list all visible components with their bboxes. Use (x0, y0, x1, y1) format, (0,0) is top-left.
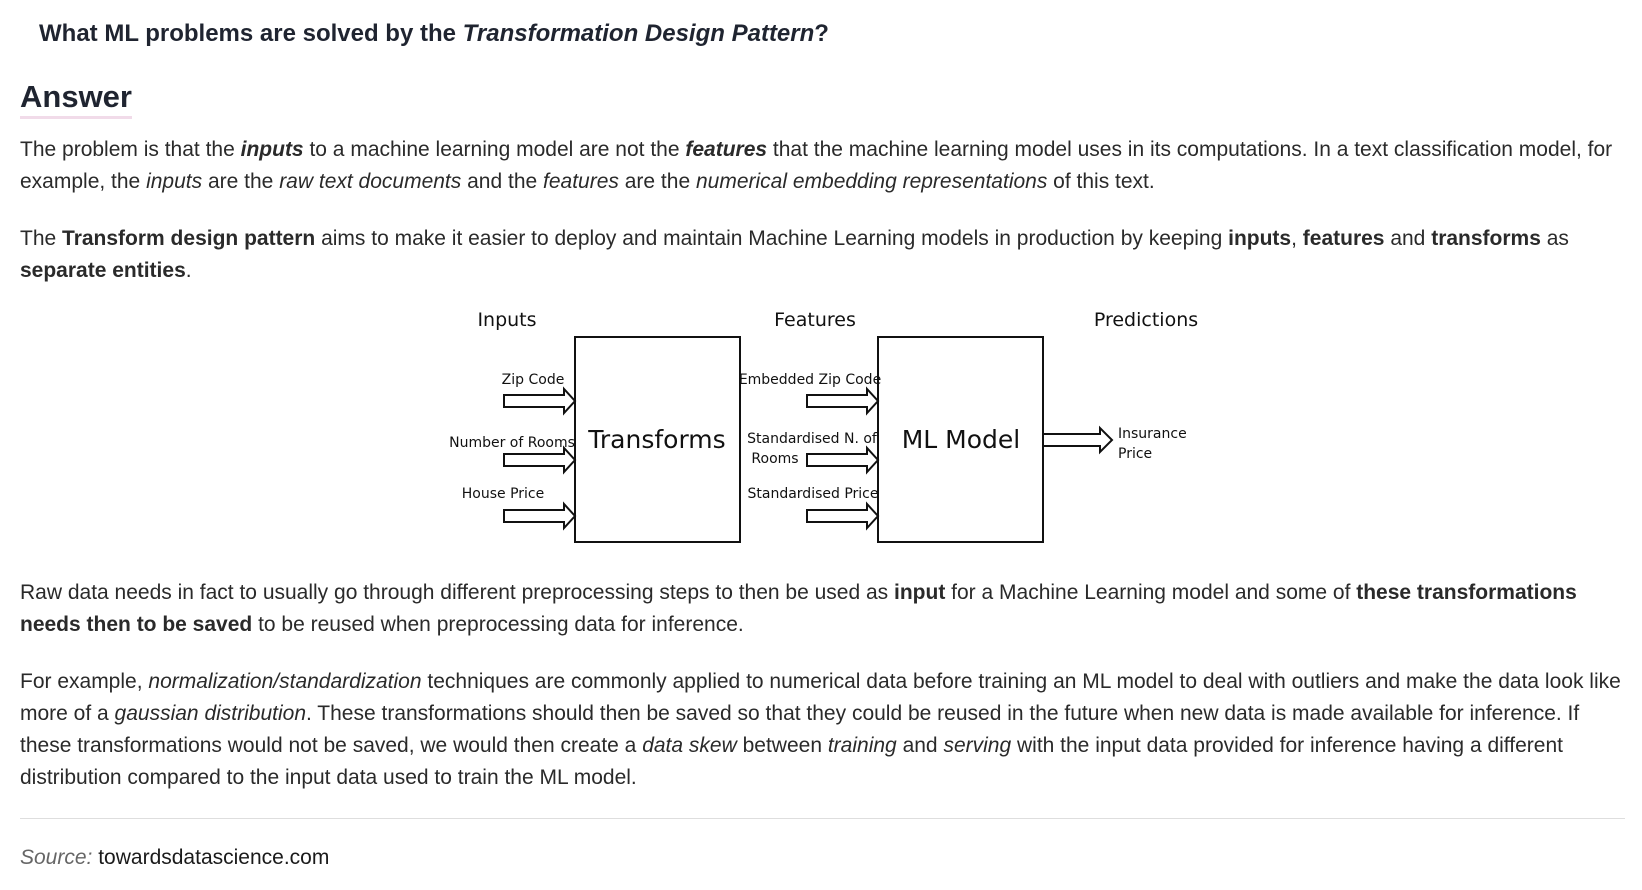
text-run: of this text. (1047, 170, 1155, 193)
text-run: The problem is that the (20, 138, 241, 161)
input-label-price: House Price (462, 486, 544, 502)
paragraph-example: For example, normalization/standardizati… (20, 666, 1625, 794)
paragraph-problem: The problem is that the inputs to a mach… (20, 134, 1625, 198)
feature-label-price: Standardised Price (748, 486, 879, 502)
text-run: techniques are commonly applied to numer… (20, 670, 1621, 725)
output-label-line1: Insurance (1118, 426, 1187, 442)
text-run: for a Machine Learning model and some of (945, 581, 1357, 604)
term-data-skew: data skew (642, 734, 737, 757)
ml-model-box-label: ML Model (902, 425, 1021, 454)
question-title: What ML problems are solved by the Trans… (39, 20, 829, 48)
paragraph-pattern: The Transform design pattern aims to mak… (20, 223, 1625, 287)
feature-label-zip: Embedded Zip Code (739, 372, 881, 388)
header-inputs: Inputs (477, 309, 536, 331)
text-run: as (1540, 227, 1569, 250)
text-run: , (1291, 227, 1303, 250)
text-run: between (736, 734, 828, 757)
feature-label-rooms-line1: Standardised N. of (747, 431, 878, 447)
term-transforms: transforms (1431, 227, 1541, 250)
text-run: and the (461, 170, 544, 193)
text-run: For example, (20, 670, 149, 693)
divider (20, 818, 1625, 819)
input-label-zip: Zip Code (502, 372, 565, 388)
text-run: to be reused when preprocessing data for… (252, 613, 744, 636)
term-separate-entities: separate entities (20, 259, 186, 282)
question-prefix: What ML problems are solved by the (39, 20, 463, 47)
arrow-right-icon (503, 386, 577, 416)
source-link[interactable]: towardsdatascience.com (98, 846, 330, 869)
term-pattern: Transform design pattern (62, 227, 316, 250)
text-run: to a machine learning model are not the (303, 138, 686, 161)
term-normalization: normalization/standardization (148, 670, 422, 693)
arrow-right-icon (806, 501, 880, 531)
arrow-right-icon (1042, 425, 1114, 455)
text-run: and (1384, 227, 1432, 250)
transform-pattern-diagram: Inputs Features Predictions Transforms M… (449, 309, 1198, 543)
term-saved-transformations: these transformations needs then to be s… (20, 581, 1577, 636)
question-suffix: ? (814, 20, 829, 47)
input-label-rooms: Number of Rooms (449, 435, 575, 451)
paragraph-preprocessing: Raw data needs in fact to usually go thr… (20, 577, 1625, 641)
term-inputs: inputs (240, 138, 304, 161)
arrow-right-icon (503, 445, 577, 475)
source-label: Source: (20, 846, 93, 869)
term-features: features (543, 170, 619, 193)
term-serving: serving (943, 734, 1012, 757)
text-run: and (896, 734, 944, 757)
term-raw-text: raw text documents (279, 170, 462, 193)
arrow-right-icon (503, 501, 577, 531)
text-run: with the input data provided for inferen… (20, 734, 1563, 789)
answer-heading: Answer (20, 78, 132, 119)
term-inputs: inputs (146, 170, 203, 193)
output-label-line2: Price (1118, 446, 1152, 462)
text-run: The (20, 227, 63, 250)
term-embeddings: numerical embedding representations (695, 170, 1048, 193)
text-run: are the (618, 170, 696, 193)
text-run: are the (202, 170, 280, 193)
arrow-right-icon (806, 386, 880, 416)
term-training: training (827, 734, 897, 757)
term-gaussian: gaussian distribution (114, 702, 306, 725)
header-features: Features (774, 309, 856, 331)
arrow-right-icon (806, 445, 880, 475)
term-input: input (894, 581, 946, 604)
term-features: features (1302, 227, 1385, 250)
text-run: that the machine learning model uses in … (20, 138, 1613, 193)
term-features: features (685, 138, 768, 161)
header-predictions: Predictions (1094, 309, 1198, 331)
source-line: Source: towardsdatascience.com (20, 845, 329, 871)
text-run: Raw data needs in fact to usually go thr… (20, 581, 895, 604)
transforms-box (574, 336, 741, 543)
feature-label-rooms-line2: Rooms (751, 451, 798, 467)
term-inputs: inputs (1228, 227, 1292, 250)
transforms-box-label: Transforms (587, 425, 725, 454)
text-run: aims to make it easier to deploy and mai… (315, 227, 1229, 250)
text-run: . These transformations should then be s… (20, 702, 1580, 757)
question-emphasis: Transformation Design Pattern (462, 20, 815, 47)
text-run: . (185, 259, 192, 282)
